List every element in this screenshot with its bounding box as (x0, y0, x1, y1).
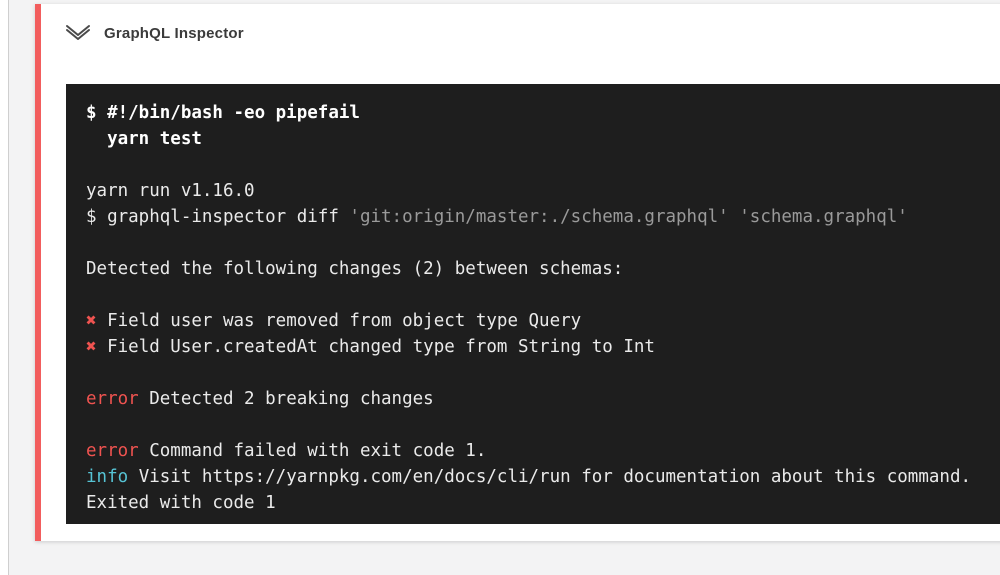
terminal-line: $ graphql-inspector diff 'git:origin/mas… (86, 204, 988, 230)
terminal-text-segment: Command failed with exit code 1. (138, 441, 487, 461)
terminal-text-segment: info (86, 467, 129, 487)
step-header[interactable]: GraphQL Inspector (41, 4, 1000, 42)
terminal-text-segment: 'git:origin/master:./schema.graphql' (349, 207, 729, 227)
terminal-text-segment: Detected the following changes (2) betwe… (86, 259, 624, 279)
terminal-line: info Visit https://yarnpkg.com/en/docs/c… (86, 464, 988, 490)
terminal-output: $ #!/bin/bash -eo pipefail yarn test yar… (66, 84, 1000, 524)
chevron-down-icon[interactable] (65, 24, 91, 42)
terminal-line: ✖ Field user was removed from object typ… (86, 308, 988, 334)
terminal-text-segment: yarn test (86, 129, 202, 149)
terminal-text-segment: error (86, 441, 139, 461)
page-edge-divider (8, 0, 9, 575)
terminal-line (86, 152, 988, 178)
terminal-line: $ #!/bin/bash -eo pipefail (86, 100, 988, 126)
terminal-text-segment: Detected 2 breaking changes (138, 389, 434, 409)
terminal-text-segment: Field User.createdAt changed type from S… (96, 337, 655, 357)
terminal-line (86, 282, 988, 308)
terminal-line (86, 230, 988, 256)
terminal-text-segment: yarn run v1.16.0 (86, 181, 255, 201)
job-step-card: GraphQL Inspector $ #!/bin/bash -eo pipe… (35, 4, 1000, 541)
terminal-line: yarn run v1.16.0 (86, 178, 988, 204)
terminal-text-segment: Exited with code 1 (86, 493, 276, 513)
step-title: GraphQL Inspector (104, 24, 244, 42)
terminal-text-segment (729, 207, 740, 227)
terminal-text-segment: Field user was removed from object type … (96, 311, 582, 331)
terminal-text-segment: $ #!/bin/bash -eo pipefail (86, 103, 360, 123)
terminal-text-segment: ✖ (86, 337, 97, 357)
terminal-line (86, 360, 988, 386)
terminal-line (86, 412, 988, 438)
terminal-line: ✖ Field User.createdAt changed type from… (86, 334, 988, 360)
terminal-text-segment: 'schema.graphql' (739, 207, 908, 227)
terminal-text-segment: ✖ (86, 311, 97, 331)
terminal-line: Exited with code 1 (86, 490, 988, 516)
terminal-line: yarn test (86, 126, 988, 152)
terminal-line: error Detected 2 breaking changes (86, 386, 988, 412)
terminal-text-segment: Visit https://yarnpkg.com/en/docs/cli/ru… (128, 467, 972, 487)
terminal-line: Detected the following changes (2) betwe… (86, 256, 988, 282)
terminal-line: error Command failed with exit code 1. (86, 438, 988, 464)
terminal-text-segment: $ graphql-inspector diff (86, 207, 350, 227)
terminal-text-segment: error (86, 389, 139, 409)
